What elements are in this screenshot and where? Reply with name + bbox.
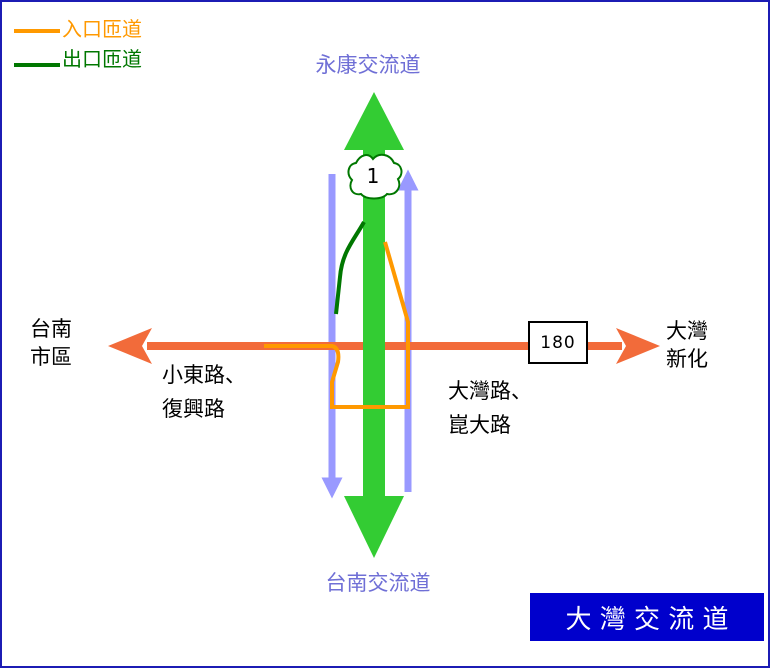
- freeway-shield-number: 1: [367, 164, 380, 188]
- exit-ramp: [334, 221, 366, 315]
- freeway-main-line: [363, 140, 385, 508]
- south-interchange-label: 台南交流道: [326, 571, 431, 595]
- north-interchange-label: 永康交流道: [316, 53, 421, 77]
- title-box: [530, 593, 764, 641]
- legend-entrance-label: 入口匝道: [62, 17, 142, 41]
- west-road-name-line2: 復興路: [162, 397, 225, 421]
- east-road-name-line2: 崑大路: [448, 413, 511, 437]
- crossroad-west-arrowhead: [108, 328, 152, 364]
- freeway-south-arrowhead: [344, 496, 404, 558]
- west-destination-line1: 台南: [30, 317, 72, 341]
- west-destination-line2: 市區: [30, 345, 72, 369]
- route-180-box: [528, 321, 588, 364]
- freeway-shield-icon: [347, 153, 403, 200]
- freeway-north-arrowhead: [344, 92, 404, 150]
- route-180-number: 180: [540, 333, 575, 353]
- crossroad-east-arrowhead: [616, 328, 660, 364]
- entrance-ramp-west: [264, 241, 410, 409]
- west-road-name-line1: 小東路、: [162, 363, 246, 387]
- east-destination-line1: 大灣: [666, 319, 708, 343]
- east-road-name-line1: 大灣路、: [448, 379, 532, 403]
- east-destination-line2: 新化: [666, 347, 708, 371]
- legend-exit-label: 出口匝道: [62, 47, 142, 71]
- title-text: 大 灣 交 流 道: [565, 605, 728, 635]
